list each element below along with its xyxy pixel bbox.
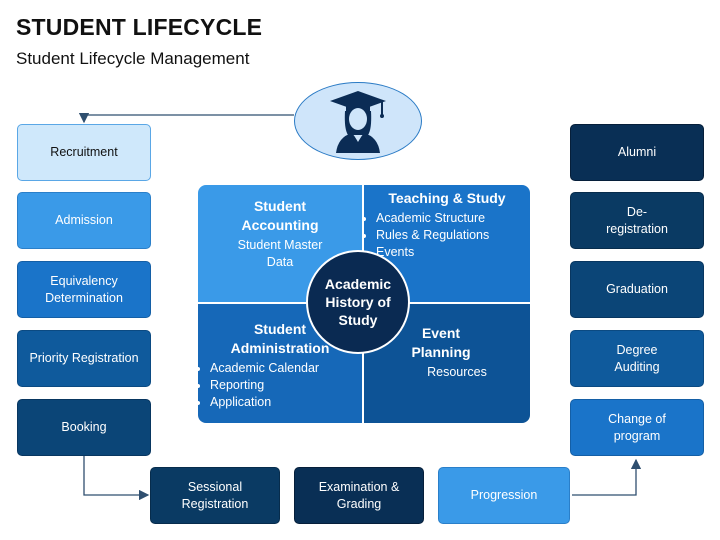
step-examination-grading: Examination & Grading [294, 467, 424, 524]
step-admission: Admission [17, 192, 151, 249]
step-change-label: Change of program [608, 411, 666, 443]
step-examination-label: Examination & Grading [318, 479, 400, 511]
list-item: Academic Calendar [210, 360, 362, 377]
step-equivalency-label: Equivalency Determination [45, 273, 123, 305]
student-administration-list: Academic Calendar Reporting Application [198, 360, 362, 411]
step-priority-registration: Priority Registration [17, 330, 151, 387]
quadrant-event-planning: Event Planning Resources [364, 304, 530, 423]
step-equivalency: Equivalency Determination [17, 261, 151, 318]
event-planning-subtitle: Resources [427, 365, 487, 379]
list-item: Rules & Regulations [376, 227, 530, 244]
step-admission-label: Admission [55, 213, 113, 227]
step-graduation: Graduation [570, 261, 704, 318]
step-degree-auditing: Degree Auditing [570, 330, 704, 387]
step-recruitment: Recruitment [17, 124, 151, 181]
step-deregistration-label: De-registration [606, 204, 668, 236]
student-administration-title: Student Administration [230, 321, 330, 356]
student-accounting-title: Student Accounting [241, 198, 319, 233]
graduate-icon [330, 91, 386, 153]
connector-booking-to-sessional [83, 456, 150, 501]
step-alumni: Alumni [570, 124, 704, 181]
page-subtitle: Student Lifecycle Management [16, 49, 250, 68]
event-planning-title: Event Planning [411, 325, 471, 360]
list-item: Reporting [210, 377, 362, 394]
step-sessional-registration: Sessional Registration [150, 467, 280, 524]
step-change-of-program: Change of program [570, 399, 704, 456]
connector-progression-to-change [572, 458, 642, 496]
step-progression: Progression [438, 467, 570, 524]
teaching-study-list: Academic Structure Rules & Regulations E… [364, 210, 530, 261]
step-booking: Booking [17, 399, 151, 456]
step-recruitment-label: Recruitment [50, 145, 118, 159]
academic-history-label: Academic History of Study [324, 276, 392, 328]
step-degree-auditing-label: Degree Auditing [614, 342, 660, 374]
student-accounting-subtitle: Student Master Data [237, 238, 323, 269]
step-progression-label: Progression [470, 488, 538, 502]
list-item: Academic Structure [376, 210, 530, 227]
step-sessional-label: Sessional Registration [181, 479, 249, 511]
step-alumni-label: Alumni [617, 145, 657, 159]
step-deregistration: De-registration [570, 192, 704, 249]
list-item: Events [376, 244, 530, 261]
academic-history-hub: Academic History of Study [306, 250, 410, 354]
page-title: STUDENT LIFECYCLE [16, 14, 263, 40]
list-item: Application [210, 394, 362, 411]
teaching-study-title: Teaching & Study [388, 190, 506, 206]
step-graduation-label: Graduation [606, 282, 668, 296]
step-booking-label: Booking [61, 420, 107, 434]
graduate-bubble [294, 82, 422, 160]
step-priority-label: Priority Registration [29, 351, 139, 365]
connector-graduate-to-recruitment [78, 112, 294, 124]
